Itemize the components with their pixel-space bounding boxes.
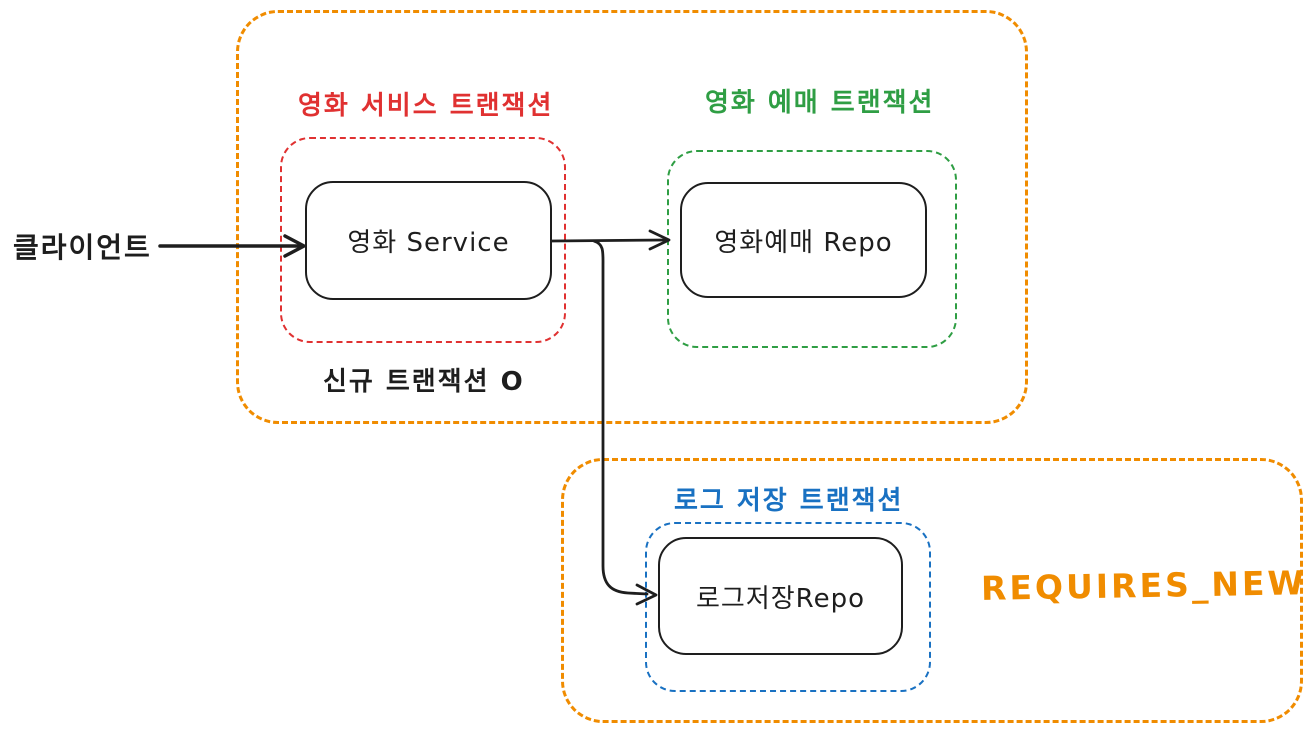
service-transaction-label: 영화 서비스 트랜잭션 — [298, 91, 554, 121]
log-repo-node-label: 로그저장Repo — [696, 583, 865, 614]
booking-repo-node: 영화예매 Repo — [680, 182, 927, 298]
requires-new-transaction-boundary — [561, 458, 1303, 723]
service-node: 영화 Service — [305, 181, 552, 300]
new-transaction-note: 신규 트랜잭션 O — [323, 367, 525, 397]
propagation-label: REQUIRES_NEW — [980, 563, 1308, 608]
booking-repo-node-label: 영화예매 Repo — [714, 227, 893, 258]
log-transaction-boundary — [645, 522, 931, 692]
log-transaction-label: 로그 저장 트랜잭션 — [674, 486, 904, 516]
log-repo-node: 로그저장Repo — [658, 537, 903, 655]
booking-transaction-label: 영화 예매 트랜잭션 — [705, 88, 935, 118]
service-node-label: 영화 Service — [347, 228, 510, 258]
client-label: 클라이언트 — [13, 231, 152, 264]
